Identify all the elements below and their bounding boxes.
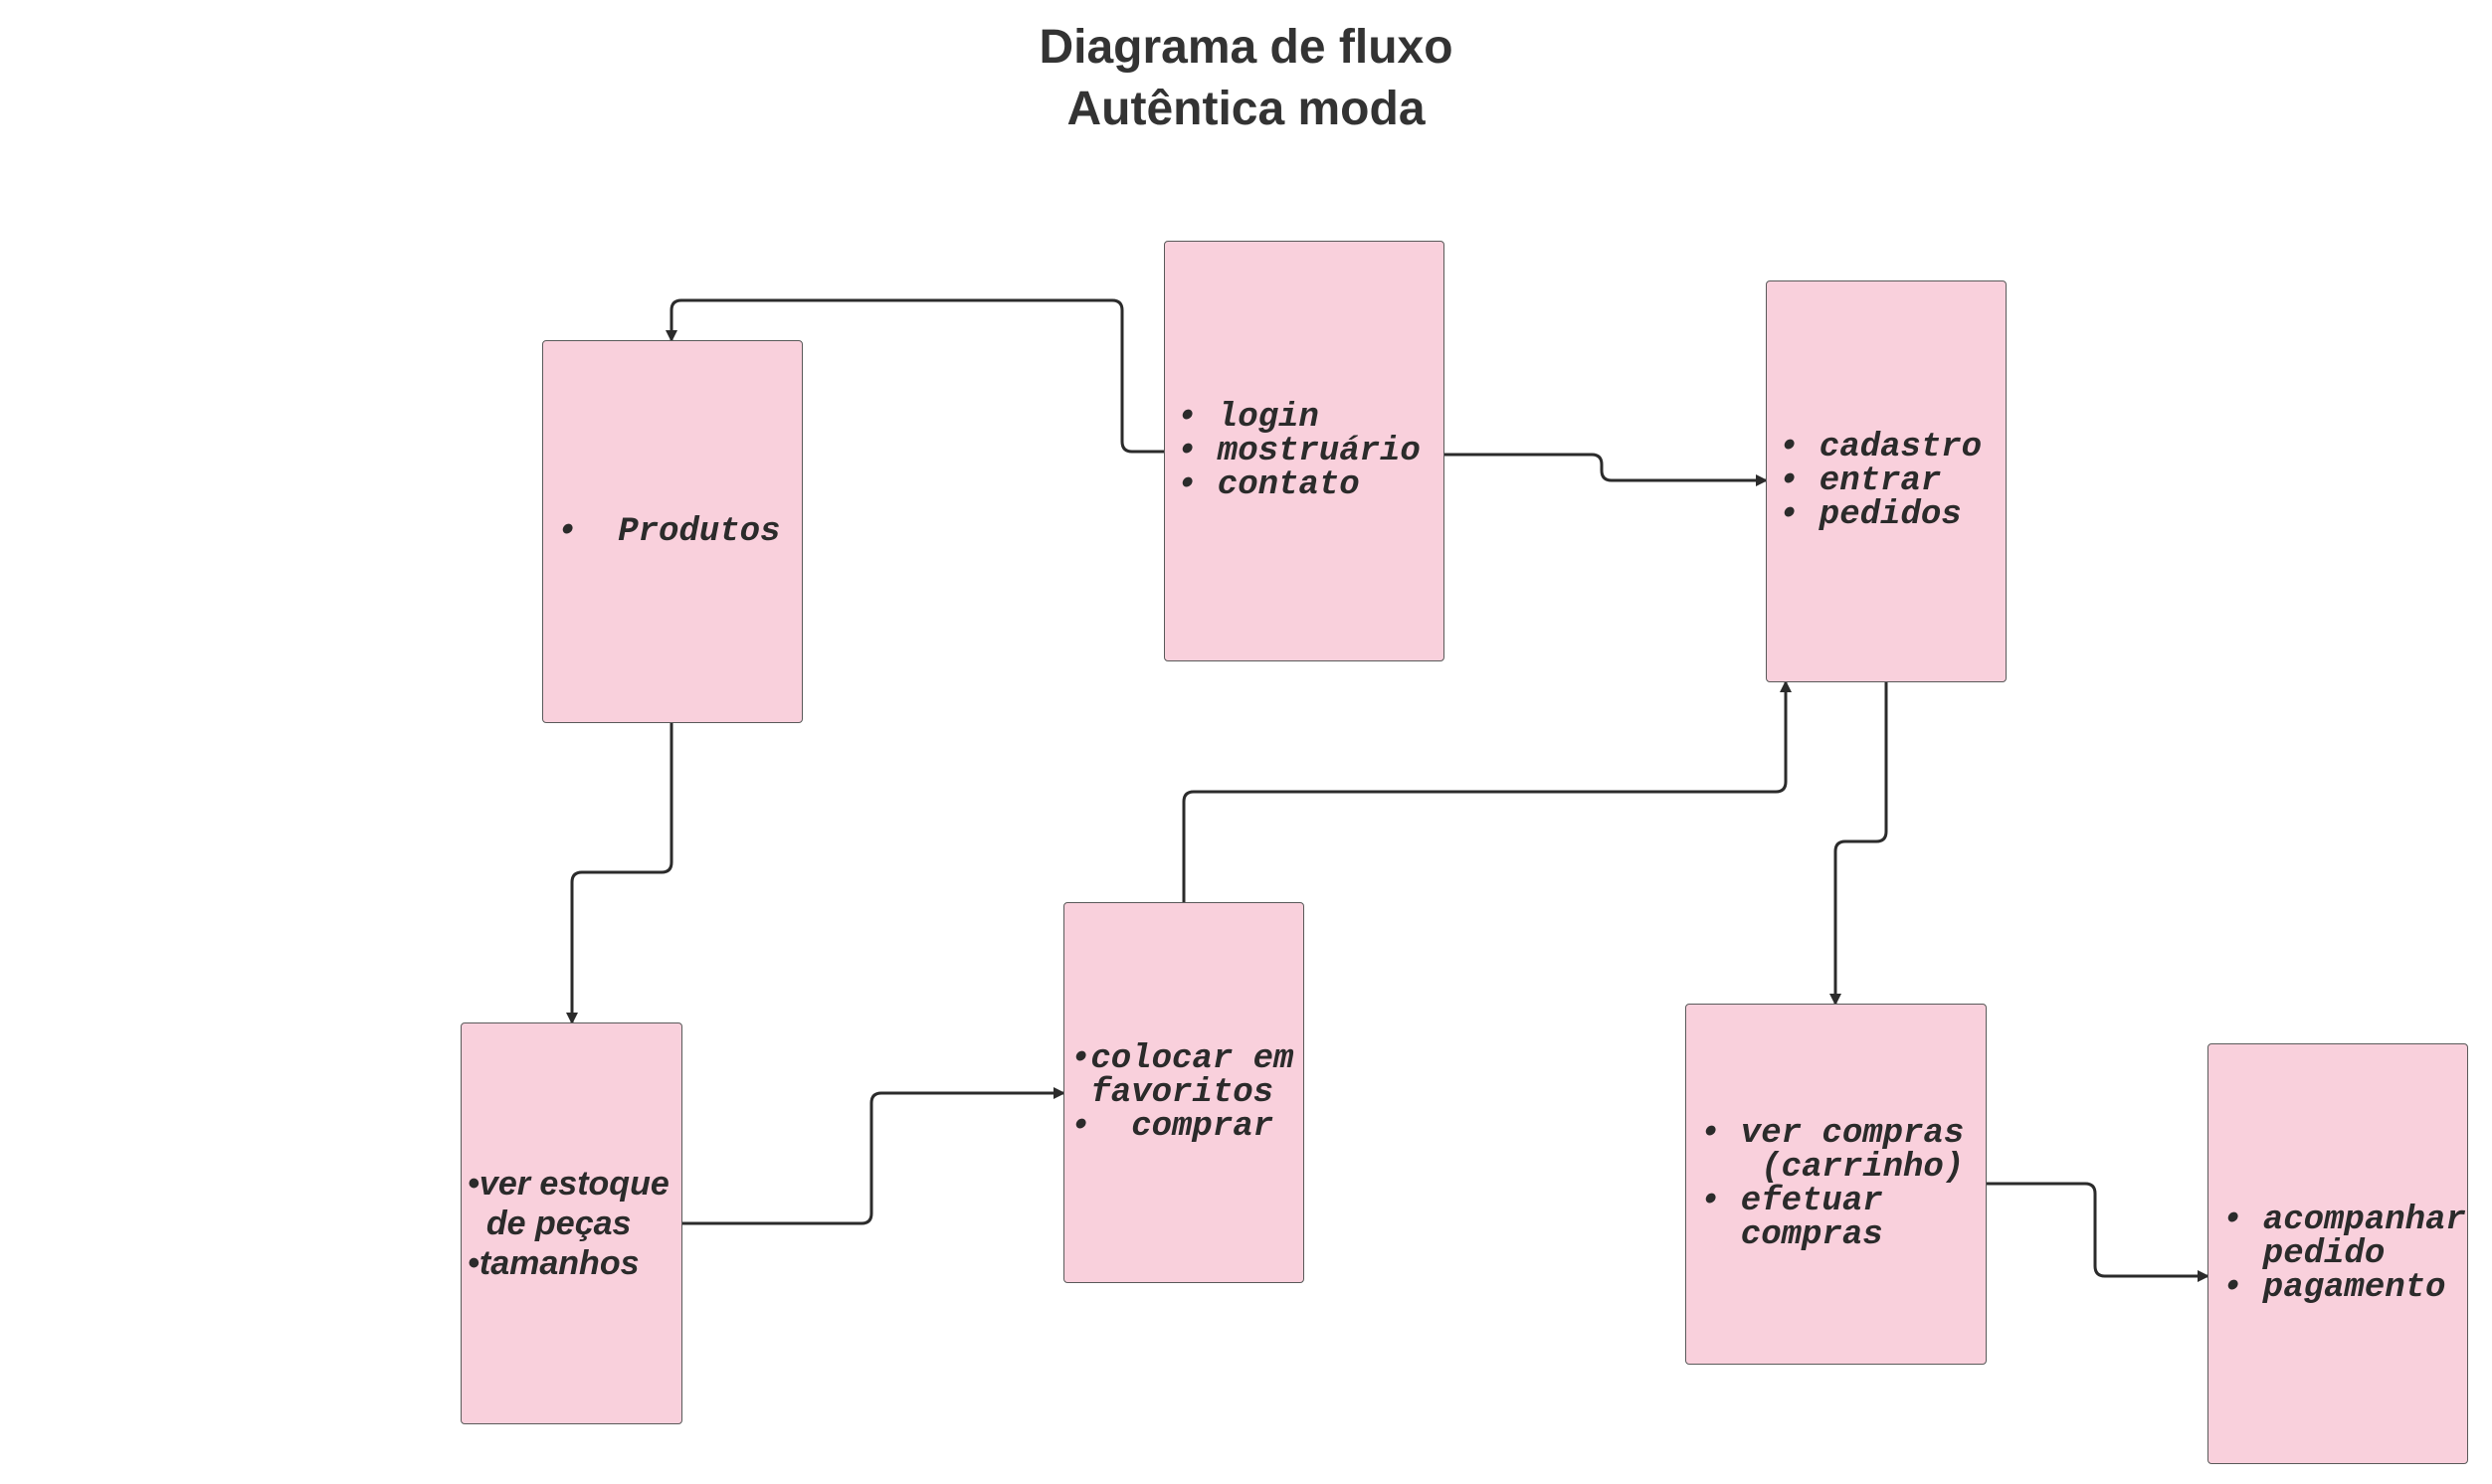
node-estoque: •ver estoque de peças•tamanhos <box>461 1022 682 1424</box>
node-home-line: • login <box>1177 398 1319 437</box>
node-cadastro-line: • cadastro <box>1779 429 1983 466</box>
connector-estoque-to-favoritos <box>682 1087 1065 1225</box>
node-estoque-line: •ver estoque <box>468 1165 670 1203</box>
node-favoritos-line: • comprar <box>1070 1107 1274 1146</box>
node-cadastro-text: • cadastro• entrar• pedidos <box>1767 431 2006 532</box>
node-pagamento-line: • acompanhar <box>2222 1201 2466 1239</box>
connector-cadastro-to-compras <box>1829 682 1888 1006</box>
node-estoque-line: de peças <box>468 1205 632 1242</box>
node-produtos-text: • Produtos <box>543 515 802 549</box>
node-pagamento: • acompanhar pedido• pagamento <box>2207 1043 2468 1464</box>
node-compras-line: • ver compras <box>1700 1114 1965 1153</box>
node-produtos-line: • Produtos <box>557 512 781 551</box>
node-favoritos: •colocar em favoritos• comprar <box>1063 902 1304 1283</box>
node-estoque-line: •tamanhos <box>468 1244 640 1282</box>
connector-favoritos-to-cadastro <box>1182 680 1792 902</box>
node-cadastro-line: • entrar <box>1779 463 1942 500</box>
node-home-text: • login• mostruário• contato <box>1165 401 1443 502</box>
node-home: • login• mostruário• contato <box>1164 241 1444 661</box>
node-compras: • ver compras (carrinho)• efetuar compra… <box>1685 1004 1987 1365</box>
connector-produtos-to-estoque <box>566 723 673 1024</box>
node-pagamento-line: • pagamento <box>2222 1268 2446 1307</box>
node-compras-line: (carrinho) <box>1700 1148 1965 1187</box>
diagram-subtitle: Autêntica moda <box>1066 83 1426 135</box>
diagram-title: Diagrama de fluxo <box>1039 21 1453 74</box>
node-compras-line: • efetuar <box>1700 1182 1883 1220</box>
node-favoritos-text: •colocar em favoritos• comprar <box>1064 1042 1303 1144</box>
node-favoritos-line: •colocar em <box>1070 1039 1294 1078</box>
connector-compras-to-pagamento <box>1987 1182 2209 1282</box>
node-pagamento-line: pedido <box>2222 1234 2386 1273</box>
node-pagamento-text: • acompanhar pedido• pagamento <box>2208 1204 2467 1305</box>
node-home-line: • contato <box>1177 465 1360 504</box>
node-produtos: • Produtos <box>542 340 803 723</box>
node-favoritos-line: favoritos <box>1070 1073 1274 1112</box>
node-cadastro: • cadastro• entrar• pedidos <box>1766 280 2007 682</box>
node-cadastro-line: • pedidos <box>1779 496 1962 534</box>
node-home-line: • mostruário <box>1177 432 1421 470</box>
connector-home-to-produtos <box>666 298 1164 454</box>
connector-home-to-cadastro <box>1444 453 1768 486</box>
node-compras-line: compras <box>1700 1215 1883 1254</box>
node-compras-text: • ver compras (carrinho)• efetuar compra… <box>1686 1117 1986 1252</box>
node-estoque-text: •ver estoque de peças•tamanhos <box>462 1164 681 1283</box>
